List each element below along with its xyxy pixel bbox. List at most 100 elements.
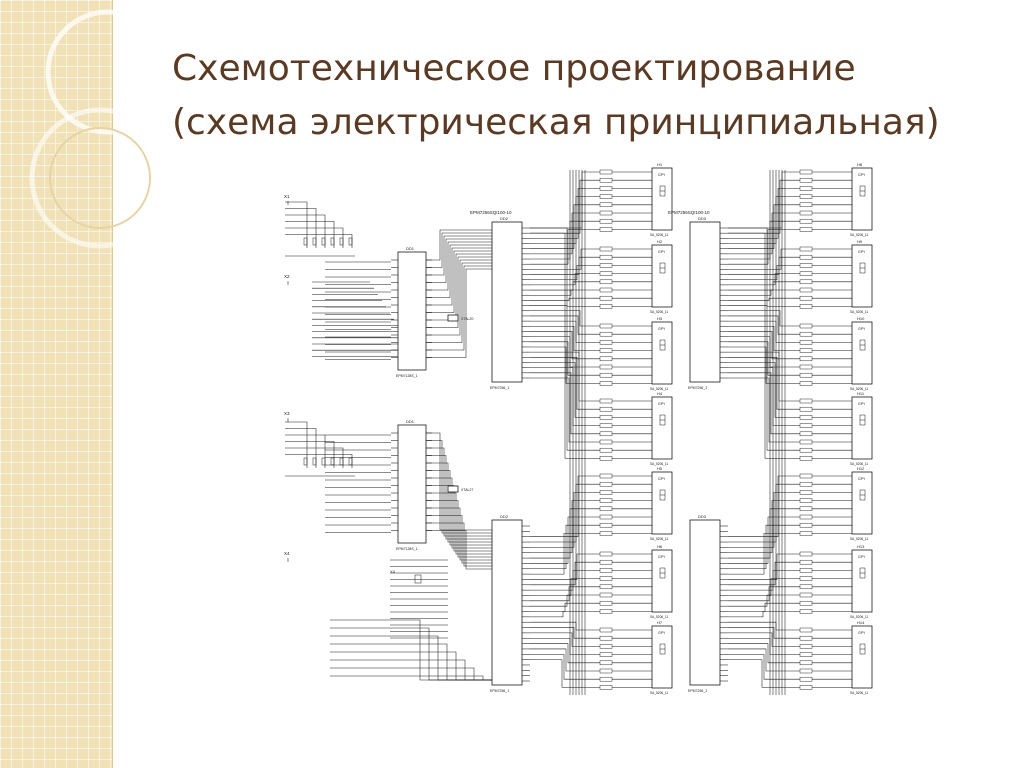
resistor-symbol — [599, 531, 613, 536]
display-part: SA_5206_11 — [850, 691, 868, 695]
resistor-symbol — [799, 531, 813, 536]
schematic-parts — [303, 167, 873, 690]
ic-large-ref: DD3 — [698, 514, 707, 519]
resistor-symbol — [599, 202, 613, 208]
display-label: GPY — [858, 402, 866, 406]
ic-large-part: EPM7256_2 — [688, 386, 707, 390]
resistor-symbol — [799, 652, 813, 657]
display-part: SA_5206_11 — [650, 537, 668, 541]
resistor-symbol — [599, 227, 613, 232]
slide-title-line-2: (схема электрическая принципиальная) — [172, 102, 940, 143]
resistor-symbol — [799, 514, 813, 520]
decor-rings — [29, 9, 160, 249]
resistor-symbol — [799, 340, 813, 345]
display-ref: H6 — [657, 544, 663, 549]
resistor-symbol — [799, 473, 813, 479]
resistor-symbol — [799, 254, 813, 260]
resistor-symbol — [799, 415, 813, 420]
resistor-symbol — [303, 237, 308, 246]
resistor-symbol — [599, 177, 613, 183]
resistor-symbol — [799, 202, 813, 208]
oscillator-symbol — [447, 314, 459, 322]
display-label: GPY — [658, 327, 666, 331]
resistor-symbol — [599, 559, 613, 565]
resistor-symbol — [599, 423, 613, 428]
display-part: SA_5206_11 — [650, 615, 668, 619]
resistor-symbol — [599, 372, 613, 378]
resistor-symbol — [799, 568, 813, 573]
resistor-symbol — [599, 431, 613, 437]
ic-large-body — [491, 221, 523, 383]
slide-title: Схемотехническое проектирование (схема э… — [172, 42, 992, 150]
display-part: SA_5206_11 — [650, 387, 668, 391]
display-ref: H9 — [857, 239, 863, 244]
seven-seg-display — [651, 625, 673, 689]
resistor-symbol — [799, 584, 813, 590]
resistor-symbol — [599, 331, 613, 337]
resistor-symbol — [799, 304, 813, 309]
resistor-symbol — [799, 398, 813, 404]
resistor-symbol — [799, 576, 813, 581]
resistor-symbol — [799, 481, 813, 487]
resistor-symbol — [799, 279, 813, 285]
schematic-wires — [285, 170, 852, 695]
resistor-symbol — [599, 685, 613, 690]
seven-seg-glyph — [659, 489, 666, 501]
resistor-symbol — [599, 644, 613, 649]
seven-seg-glyph — [859, 339, 866, 351]
display-part: SA_5206_11 — [850, 615, 868, 619]
resistor-symbol — [799, 364, 813, 370]
resistor-symbol — [312, 457, 317, 466]
resistor-symbol — [799, 431, 813, 437]
display-part: SA_5206_11 — [850, 537, 868, 541]
resistor-symbol — [599, 295, 613, 301]
seven-seg-glyph — [859, 567, 866, 579]
resistor-symbol — [799, 456, 813, 461]
resistor-symbol — [799, 635, 813, 641]
connector-label: X1 — [284, 194, 290, 199]
resistor-symbol — [599, 506, 613, 512]
resistor-symbol — [799, 522, 813, 528]
seven-seg-glyph — [859, 643, 866, 655]
resistor-symbol — [599, 364, 613, 370]
resistor-symbol — [330, 237, 335, 246]
ic-small-ref: DD1 — [406, 246, 415, 251]
resistor-symbol — [799, 551, 813, 557]
ic-large-part: EPM7256_1 — [490, 689, 509, 693]
seven-seg-display — [851, 244, 873, 308]
resistor-symbol — [799, 660, 813, 666]
resistor-symbol — [599, 514, 613, 520]
resistor-symbol — [799, 227, 813, 232]
resistor-symbol — [799, 169, 813, 175]
resistor-symbol — [799, 498, 813, 503]
display-label: GPY — [858, 250, 866, 254]
circuit-schematic: X1X2X3X4DD1EPM7128S_1DD1EPM7128S_1XTAL20… — [284, 162, 873, 695]
resistor-symbol — [799, 600, 813, 606]
resistor-symbol — [799, 644, 813, 649]
ic-small-ref: DD1 — [406, 419, 415, 424]
resistor-symbol — [799, 381, 813, 386]
resistor-symbol — [599, 473, 613, 479]
resistor-symbol — [799, 627, 813, 633]
display-label: GPY — [858, 173, 866, 177]
resistor-symbol — [599, 456, 613, 461]
resistor-symbol — [799, 186, 813, 191]
ic-large-header: EPM7256SQI100-10 — [668, 210, 710, 215]
seven-seg-display — [651, 396, 673, 460]
resistor-symbol — [799, 439, 813, 445]
resistor-symbol — [799, 218, 813, 224]
display-part: SA_5206_11 — [850, 310, 868, 314]
resistor-symbol — [799, 490, 813, 495]
resistor-symbol — [599, 584, 613, 590]
display-ref: H8 — [857, 162, 863, 167]
display-part: SA_5206_11 — [650, 462, 668, 466]
seven-seg-display — [651, 321, 673, 385]
seven-seg-glyph — [659, 567, 666, 579]
slide-title-line-1: Схемотехническое проектирование — [172, 48, 856, 89]
display-label: GPY — [858, 327, 866, 331]
resistor-symbol — [799, 685, 813, 690]
resistor-symbol — [312, 237, 317, 246]
seven-seg-display — [651, 549, 673, 613]
resistor-symbol — [330, 457, 335, 466]
display-part: SA_5206_11 — [850, 233, 868, 237]
